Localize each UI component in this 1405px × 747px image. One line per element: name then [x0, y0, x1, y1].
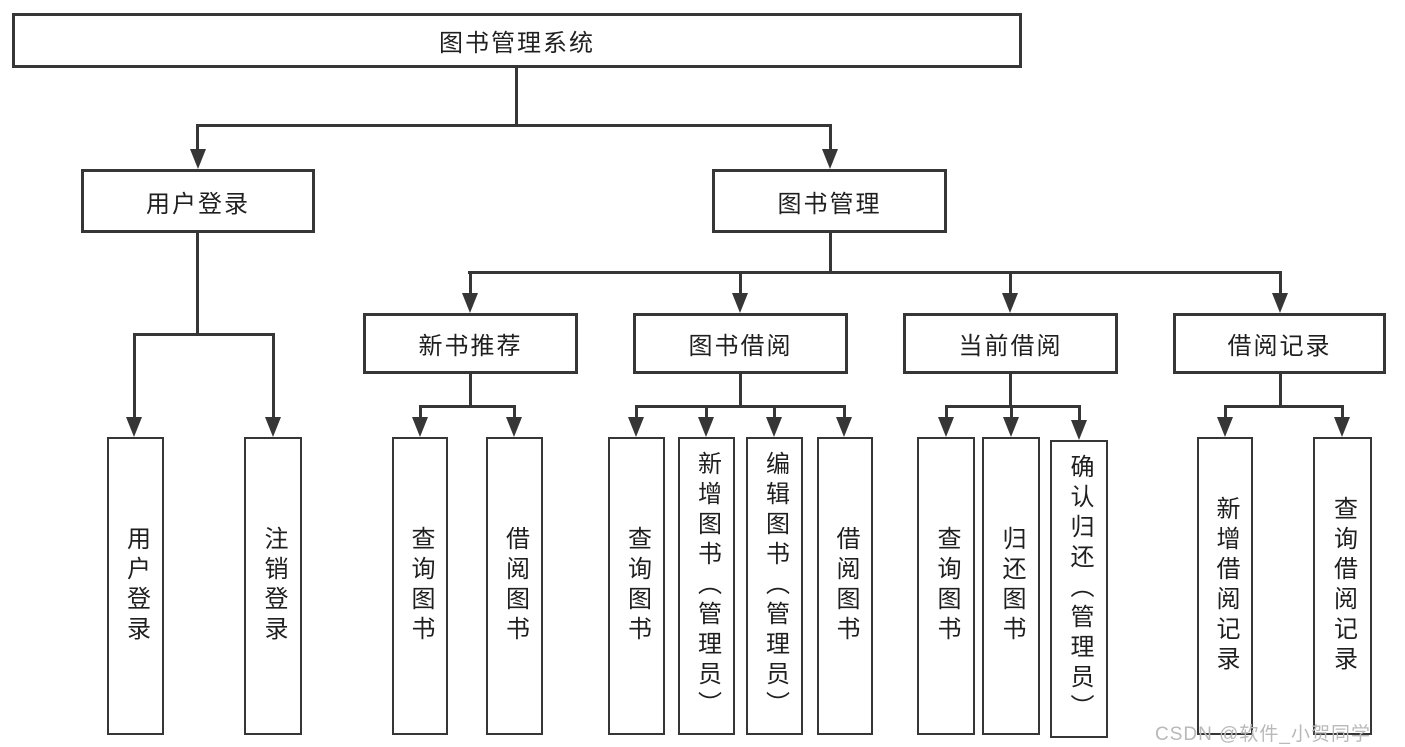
- arrow-down-borrowing-records: [1272, 293, 1288, 313]
- arrow-down-br-add: [1217, 417, 1233, 437]
- node-book-borrowing: 图书借阅: [633, 313, 848, 374]
- arrow-down-leaf-user-login: [126, 417, 142, 437]
- connector-bb-rail: [635, 405, 846, 408]
- connector-drop-borrowing-records: [1279, 271, 1282, 293]
- arrow-down-new-book-recommend: [462, 293, 478, 313]
- connector-br-rail: [1224, 405, 1344, 408]
- arrow-down-cb-query: [938, 417, 954, 437]
- connector-drop-bb-edit: [773, 405, 776, 417]
- connector-drop-br-add: [1224, 405, 1227, 417]
- connector-drop-cb-query: [945, 405, 948, 417]
- connector-drop-bb-borrow: [843, 405, 846, 417]
- arrow-down-bb-query: [628, 417, 644, 437]
- arrow-down-book-management: [822, 149, 838, 169]
- leaf-bb-edit-books-admin: 编辑图书（管理员）: [746, 437, 803, 735]
- connector-user-login-rail: [133, 333, 275, 336]
- connector-drop-book-borrowing: [739, 271, 742, 293]
- connector-user-login-stem: [196, 233, 199, 335]
- arrow-down-book-borrowing: [732, 293, 748, 313]
- arrow-down-nb-borrow: [506, 417, 522, 437]
- arrow-down-cb-return: [1003, 417, 1019, 437]
- arrow-down-br-query: [1334, 417, 1350, 437]
- leaf-user-login: 用户登录: [107, 437, 164, 735]
- leaf-bb-query-books: 查询图书: [608, 437, 665, 735]
- csdn-watermark: CSDN @软件_小贺同学: [1155, 724, 1371, 745]
- leaf-br-query-record: 查询借阅记录: [1313, 437, 1372, 735]
- connector-bb-stem: [739, 374, 742, 408]
- connector-br-stem: [1279, 374, 1282, 408]
- connector-drop-cb-return: [1010, 405, 1013, 417]
- node-new-book-recommend: 新书推荐: [363, 313, 578, 374]
- leaf-cb-return-books: 归还图书: [982, 437, 1040, 735]
- leaf-nb-borrow-books: 借阅图书: [486, 437, 543, 735]
- node-current-borrowing: 当前借阅: [903, 313, 1118, 374]
- connector-book-management-stem: [829, 233, 832, 274]
- connector-root-rail: [197, 124, 832, 127]
- connector-drop-user-login: [196, 124, 199, 149]
- connector-drop-leaf-logout: [272, 333, 275, 417]
- connector-book-management-rail: [468, 271, 1282, 274]
- arrow-down-bb-borrow: [836, 417, 852, 437]
- arrow-down-user-login: [190, 149, 206, 169]
- connector-cb-rail: [945, 405, 1081, 408]
- connector-drop-br-query: [1341, 405, 1344, 417]
- node-book-management: 图书管理: [712, 169, 947, 233]
- leaf-cb-confirm-return-admin: 确认归还（管理员）: [1050, 440, 1108, 738]
- connector-drop-book-management: [829, 124, 832, 149]
- leaf-bb-borrow-books: 借阅图书: [817, 437, 873, 735]
- connector-drop-leaf-user-login: [133, 333, 136, 417]
- leaf-bb-add-books-admin: 新增图书（管理员）: [678, 437, 735, 735]
- connector-drop-bb-add: [705, 405, 708, 417]
- leaf-br-add-record: 新增借阅记录: [1197, 437, 1253, 735]
- connector-root-stem: [515, 68, 518, 125]
- leaf-logout: 注销登录: [244, 437, 302, 735]
- connector-drop-cb-confirm: [1078, 405, 1081, 420]
- connector-nb-stem: [469, 374, 472, 408]
- leaf-cb-query-books: 查询图书: [917, 437, 975, 735]
- connector-drop-bb-query: [635, 405, 638, 417]
- arrow-down-nb-query: [412, 417, 428, 437]
- connector-nb-rail: [419, 405, 516, 408]
- arrow-down-bb-add: [698, 417, 714, 437]
- connector-drop-nb-borrow: [513, 405, 516, 417]
- arrow-down-cb-confirm: [1071, 420, 1087, 440]
- connector-cb-stem: [1009, 374, 1012, 408]
- connector-drop-current-borrowing: [1009, 271, 1012, 293]
- node-borrowing-records: 借阅记录: [1173, 313, 1386, 374]
- arrow-down-bb-edit: [766, 417, 782, 437]
- arrow-down-leaf-logout: [265, 417, 281, 437]
- node-user-login: 用户登录: [81, 169, 315, 233]
- leaf-nb-query-books: 查询图书: [392, 437, 448, 735]
- arrow-down-current-borrowing: [1002, 293, 1018, 313]
- node-root-library-system: 图书管理系统: [12, 13, 1022, 68]
- connector-drop-new-book-recommend: [469, 271, 472, 293]
- connector-drop-nb-query: [419, 405, 422, 417]
